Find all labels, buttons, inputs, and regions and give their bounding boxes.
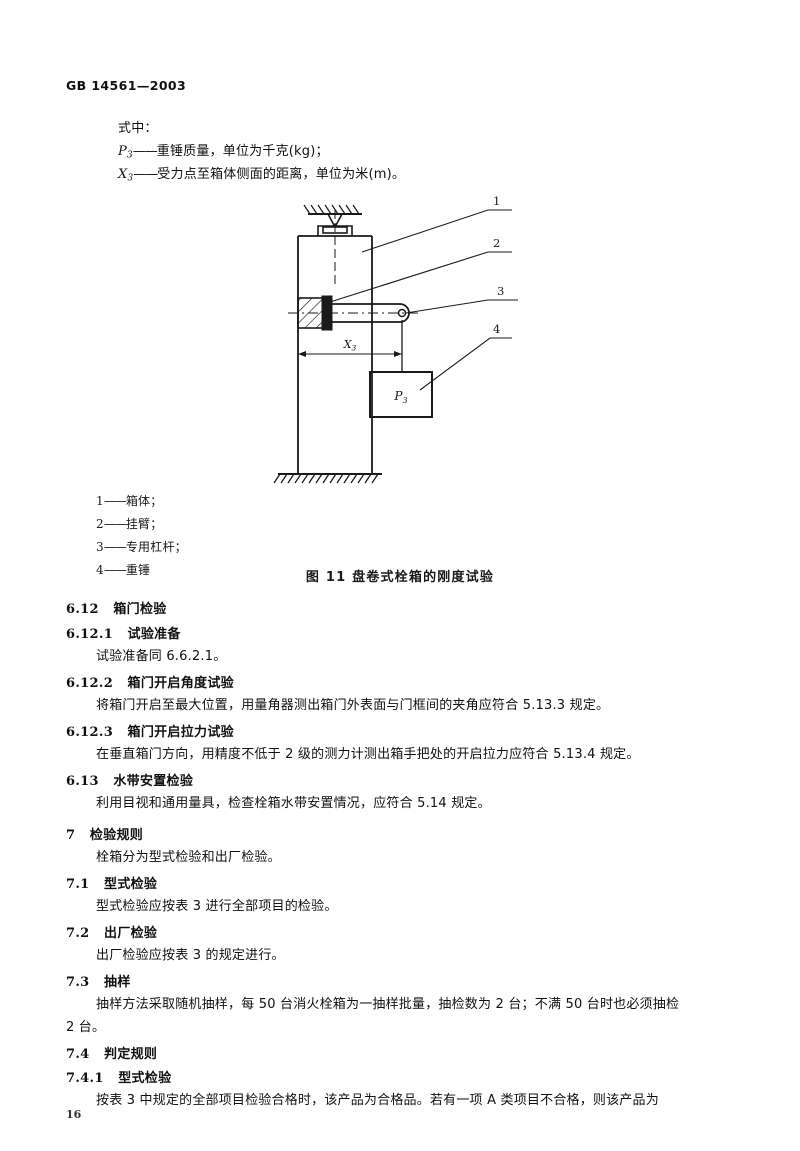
figure-key-item-1: 1——箱体； [96,494,163,508]
formula-where-label: 式中： [118,121,158,136]
symbol-x3: X3 [118,167,134,184]
callout-label-2: 2 [493,236,500,250]
section-body-7-1: 型式检验应按表 3 进行全部项目的检验。 [96,899,338,914]
dimension-x3-subscript: 3 [352,344,357,353]
section-body-6-13: 利用目视和通用量具，检查栓箱水带安置情况，应符合 5.14 规定。 [96,796,491,811]
section-body-7: 栓箱分为型式检验和出厂检验。 [96,850,281,865]
section-heading-7-3: 7.3 抽样 [66,975,131,990]
cabinet-body [297,235,373,474]
definition-dash-p3: —— [132,144,158,159]
formula-definition-x3: X3——受力点至箱体侧面的距离，单位为米(m)。 [118,166,405,187]
section-heading-7-4-1: 7.4.1 型式检验 [66,1071,172,1086]
figure-key-item-2: 2——挂臂； [96,517,163,531]
section-heading-7-2: 7.2 出厂检验 [66,926,158,941]
rigidity-test-schematic: X3 P3 [273,194,518,484]
figure-key-item-3: 3——专用杠杆； [96,540,187,554]
figure-key-item-4: 4——重锤 [96,563,151,577]
figure-11-caption: 图 11 盘卷式栓箱的刚度试验 [305,570,495,585]
definition-text-p3: 重锤质量，单位为千克(kg)； [156,144,329,159]
page-number: 16 [66,1108,82,1121]
dimension-x3: X3 [297,326,403,362]
callout-leaders [329,209,518,391]
callout-label-1: 1 [493,194,500,208]
definition-dash-x3: —— [133,167,158,182]
callout-label-3: 3 [497,284,504,298]
section-body-7-3-continued: 2 台。 [66,1020,106,1035]
section-body-6-12-3: 在垂直箱门方向，用精度不低于 2 级的测力计测出箱手把处的开启拉力应符合 5.1… [96,747,640,762]
ceiling-support [303,204,362,236]
section-heading-6-12-2: 6.12.2 箱门开启角度试验 [66,676,234,691]
symbol-p3: P3 [118,144,133,161]
weight-assembly: P3 [369,320,433,418]
weight-label-p3: P3 [393,389,407,405]
section-body-7-3: 抽样方法采取随机抽样，每 50 台消火栓箱为一抽样批量，抽检数为 2 台；不满 … [96,997,680,1012]
definition-text-x3: 受力点至箱体侧面的距离，单位为米(m)。 [157,167,406,182]
section-heading-7: 7 检验规则 [66,828,144,843]
section-heading-6-13: 6.13 水带安置检验 [66,774,194,789]
section-heading-6-12-3: 6.12.3 箱门开启拉力试验 [66,725,234,740]
standard-header: GB 14561—2003 [66,78,187,93]
section-heading-7-4: 7.4 判定规则 [66,1047,158,1062]
section-heading-6-12: 6.12 箱门检验 [66,602,167,617]
weight-label-subscript: 3 [402,396,407,405]
callout-label-4: 4 [493,322,500,336]
ground-line [273,473,382,484]
figure-11-diagram: X3 P3 [250,190,560,490]
section-heading-7-1: 7.1 型式检验 [66,877,158,892]
section-body-6-12-1: 试验准备同 6.6.2.1。 [96,649,227,664]
formula-definition-p3: P3——重锤质量，单位为千克(kg)； [118,143,329,164]
section-heading-6-12-1: 6.12.1 试验准备 [66,627,181,642]
section-body-7-2: 出厂检验应按表 3 的规定进行。 [96,948,285,963]
section-body-6-12-2: 将箱门开启至最大位置，用量角器测出箱门外表面与门框间的夹角应符合 5.13.3 … [96,698,610,713]
section-body-7-4-1: 按表 3 中规定的全部项目检验合格时，该产品为合格品。若有一项 A 类项目不合格… [96,1093,659,1108]
dimension-x3-label: X3 [343,338,357,353]
